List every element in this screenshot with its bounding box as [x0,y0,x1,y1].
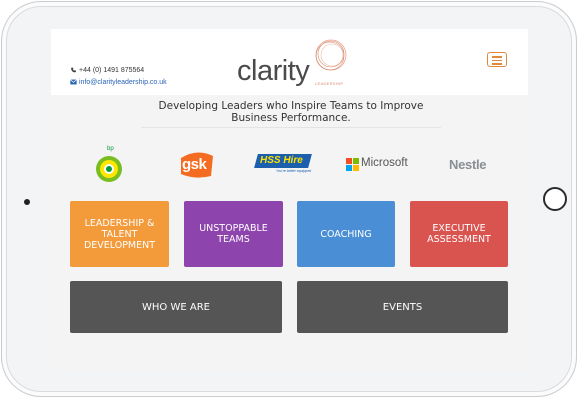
email-address: info@clarityleadership.co.uk [79,79,167,86]
tile-who-we-are[interactable]: WHO WE ARE [70,281,282,333]
tile-executive-assessment[interactable]: EXECUTIVE ASSESSMENT [410,201,508,267]
site-header: +44 (0) 1491 875564 info@clarityleadersh… [51,29,528,95]
tile-leadership-talent-development[interactable]: LEADERSHIP & TALENT DEVELOPMENT [70,201,169,267]
bp-logo: bp [91,146,127,184]
tile-unstoppable-teams[interactable]: UNSTOPPABLE TEAMS [184,201,283,267]
email-contact[interactable]: info@clarityleadership.co.uk [70,78,167,87]
home-button[interactable] [543,187,567,211]
divider [141,127,441,128]
logo-rings-icon [315,39,347,71]
camera [24,199,30,205]
microsoft-logo: Microsoft [346,157,418,173]
tile-label: EXECUTIVE ASSESSMENT [427,223,491,245]
nestle-logo: Nestle [449,157,487,172]
tile-label: EVENTS [382,301,423,313]
tile-label: COACHING [320,228,372,240]
screen: +44 (0) 1491 875564 info@clarityleadersh… [51,29,528,372]
logo-subtext: LEADERSHIP [315,81,344,86]
phone-icon [71,67,76,73]
client-logos: bp gsk HSS Hire You're better equipped [51,144,528,189]
phone-number: +44 (0) 1491 875564 [79,67,145,74]
gsk-logo: gsk [177,150,217,180]
gsk-badge-icon [181,152,213,178]
microsoft-windows-icon [346,158,359,171]
bp-helios-icon [96,156,122,182]
hss-hire-logo: HSS Hire You're better equipped [254,154,316,180]
hamburger-menu-button[interactable] [487,52,507,67]
logo-text: clarity [237,55,310,87]
tile-label: UNSTOPPABLE TEAMS [199,223,268,245]
envelope-icon [70,79,77,85]
phone-contact[interactable]: +44 (0) 1491 875564 [70,66,144,75]
tile-events[interactable]: EVENTS [297,281,508,333]
clarity-logo[interactable]: clarity LEADERSHIP [237,37,357,93]
tile-coaching[interactable]: COACHING [297,201,395,267]
tile-label: WHO WE ARE [142,301,210,313]
tile-label: LEADERSHIP & TALENT DEVELOPMENT [83,217,156,251]
tagline: Developing Leaders who Inspire Teams to … [158,100,424,124]
